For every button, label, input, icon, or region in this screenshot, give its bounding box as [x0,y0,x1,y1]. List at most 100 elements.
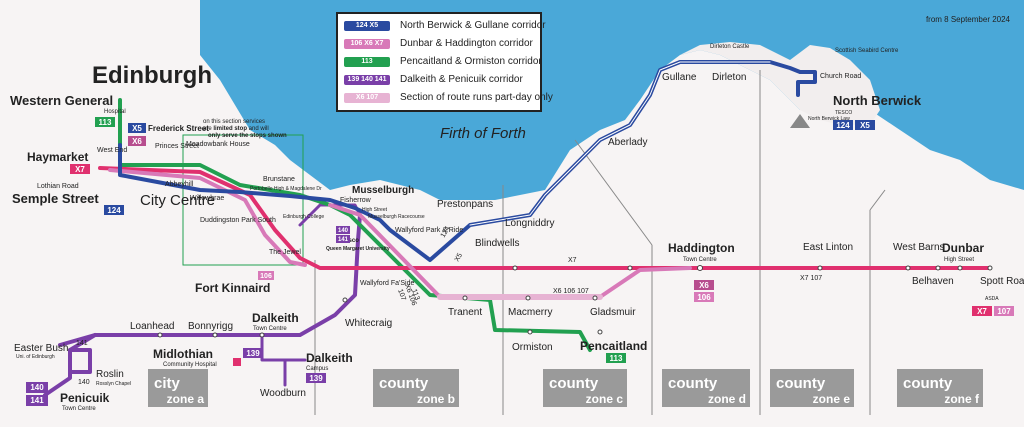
legend-label: Section of route runs part-day only [400,92,553,103]
legend-row: 139 140 141 Dalkeith & Penicuik corridor [344,74,523,88]
macmerry-label: Macmerry [508,307,552,318]
mountain-icon [790,114,810,128]
bonnyrigg-label: Bonnyrigg [188,321,233,332]
lothian-road-label: Lothian Road [37,183,79,190]
the-jewel-label: The Jewel [269,249,301,256]
route-purple-dalkeith [260,333,307,387]
legend-label: North Berwick & Gullane corridor [400,20,546,31]
107-diag-label: 107 [396,288,407,301]
semple-street-label: Semple Street [12,191,99,206]
legend-row: 124 X5 North Berwick & Gullane corridor [344,20,546,34]
badge-113-pen: 113 [610,354,623,363]
easter-bush-sub: Uni. of Edinburgh [16,354,55,360]
124-line-label: 124 [440,225,452,239]
edinburgh-label: Edinburgh [92,62,212,89]
badge-x7-sp: X7 [977,307,987,316]
gullane-label: Gullane [662,72,697,83]
dalkeith-campus-label: Dalkeith [306,351,353,365]
haddington-sub: Town Centre [683,257,717,263]
firth-of-forth-label: Firth of Forth [440,125,526,142]
x7-line-label: X7 [568,257,577,264]
route-purple-loop [68,348,92,374]
zone-label: zone f [944,392,980,406]
dalkeith-campus-sub: Campus [306,366,328,372]
113-diag-label: 113 [410,288,420,301]
blindwells-label: Blindwells [475,238,519,249]
loanhead-label: Loanhead [130,321,175,332]
edinburgh-college-label: Edinburgh College [283,214,324,220]
stop-markers [157,265,993,338]
badge-x7-hay: X7 [75,165,85,174]
easter-bush-label: Easter Bush [14,343,68,354]
wallyford-pr-label: Wallyford Park & Ride [395,227,463,234]
badge-124-semple: 124 [107,206,121,215]
legend-label: Dalkeith & Penicuik corridor [400,74,523,85]
x5-line-label: X5 [454,252,464,263]
zone-box [373,369,459,407]
spott-road-label: Spott Road [980,276,1024,287]
gladsmuir-label: Gladsmuir [590,307,636,318]
badge-139-dal: 139 [309,374,323,383]
whitecraig-label: Whitecraig [345,318,392,329]
badge-x6: X6 [132,137,142,146]
badge-139-mid: 139 [246,349,260,358]
legend-chip: 106 X6 X7 [344,38,390,49]
dunbar-sub: High Street [944,257,974,263]
north-berwick-law-label: North Berwick Law [808,116,850,122]
penicuik-label: Penicuik [60,391,110,405]
princes-street-label: Princes Street [155,143,199,150]
badge-140-pen: 140 [30,383,44,392]
qmu-label: Queen Margaret University [326,246,390,252]
zone-word: county [549,375,599,392]
duddingston-label: Duddingston Park South [200,217,276,224]
brunstane-label: Brunstane [263,176,295,183]
haddington-label: Haddington [668,241,735,255]
city-centre-label: City Centre [140,192,215,209]
zone-label: zone d [708,392,746,406]
woodburn-label: Woodburn [260,388,306,399]
belhaven-label: Belhaven [912,276,954,287]
dirleton-castle-label: Dirleton Castle [710,44,750,50]
mid-line-label: X6 106 107 [553,288,589,295]
high-street-107-label: High Street [362,207,388,213]
legend: 124 X5 North Berwick & Gullane corridor 1… [336,12,553,112]
western-general-sub: Hospital [104,109,126,115]
tranent-label: Tranent [448,307,482,318]
meadowbank-label: Meadowbank House [186,141,250,148]
badge-140: 140 [338,228,349,234]
frederick-street-label: Frederick Street [148,124,209,133]
musselburgh-label: Musselburgh [352,185,414,196]
zone-box [770,369,854,407]
aberlady-label: Aberlady [608,137,647,148]
wallyford-fa-label: Wallyford Fa'Side [360,280,414,287]
west-barns-label: West Barns [893,242,945,253]
church-road-label: Church Road [820,73,861,80]
zone-label: zone e [813,392,851,406]
route-blue-outline [469,61,771,226]
tesco-label: Tesco [342,238,359,244]
prestonpans-label: Prestonpans [437,199,493,210]
zone-box [543,369,627,407]
roslin-label: Roslin [96,369,124,380]
dalkeith-tc-label: Dalkeith [252,311,299,325]
penicuik-sub: Town Centre [62,406,96,412]
legend-chip: 124 X5 [344,20,390,31]
badge-113-wg: 113 [99,118,112,127]
legend-label: Dunbar & Haddington corridor [400,38,533,49]
badge-x5-nb: X5 [860,121,870,130]
dalkeith-tc-sub: Town Centre [253,326,287,332]
east-linton-label: East Linton [803,242,853,253]
limited-stop-note-1: on this section services [203,119,265,125]
seabird-centre-label: Scottish Seabird Centre [835,48,899,54]
legend-chip: 139 140 141 [344,74,390,85]
badge-106-fk: 106 [260,273,272,280]
legend-chip: 113 [344,56,390,67]
limited-stop-note-3: only serve the stops shown [208,133,287,139]
western-general-label: Western General [10,93,113,108]
legend-label: Pencaitland & Ormiston corridor [400,56,542,67]
zone-word: county [379,375,429,392]
midlothian-sub: Community Hospital [163,362,217,368]
west-end-label: West End [97,147,127,154]
fort-kinnaird-label: Fort Kinnaird [195,281,270,295]
fisherrow-label: Fisherrow [340,197,372,204]
